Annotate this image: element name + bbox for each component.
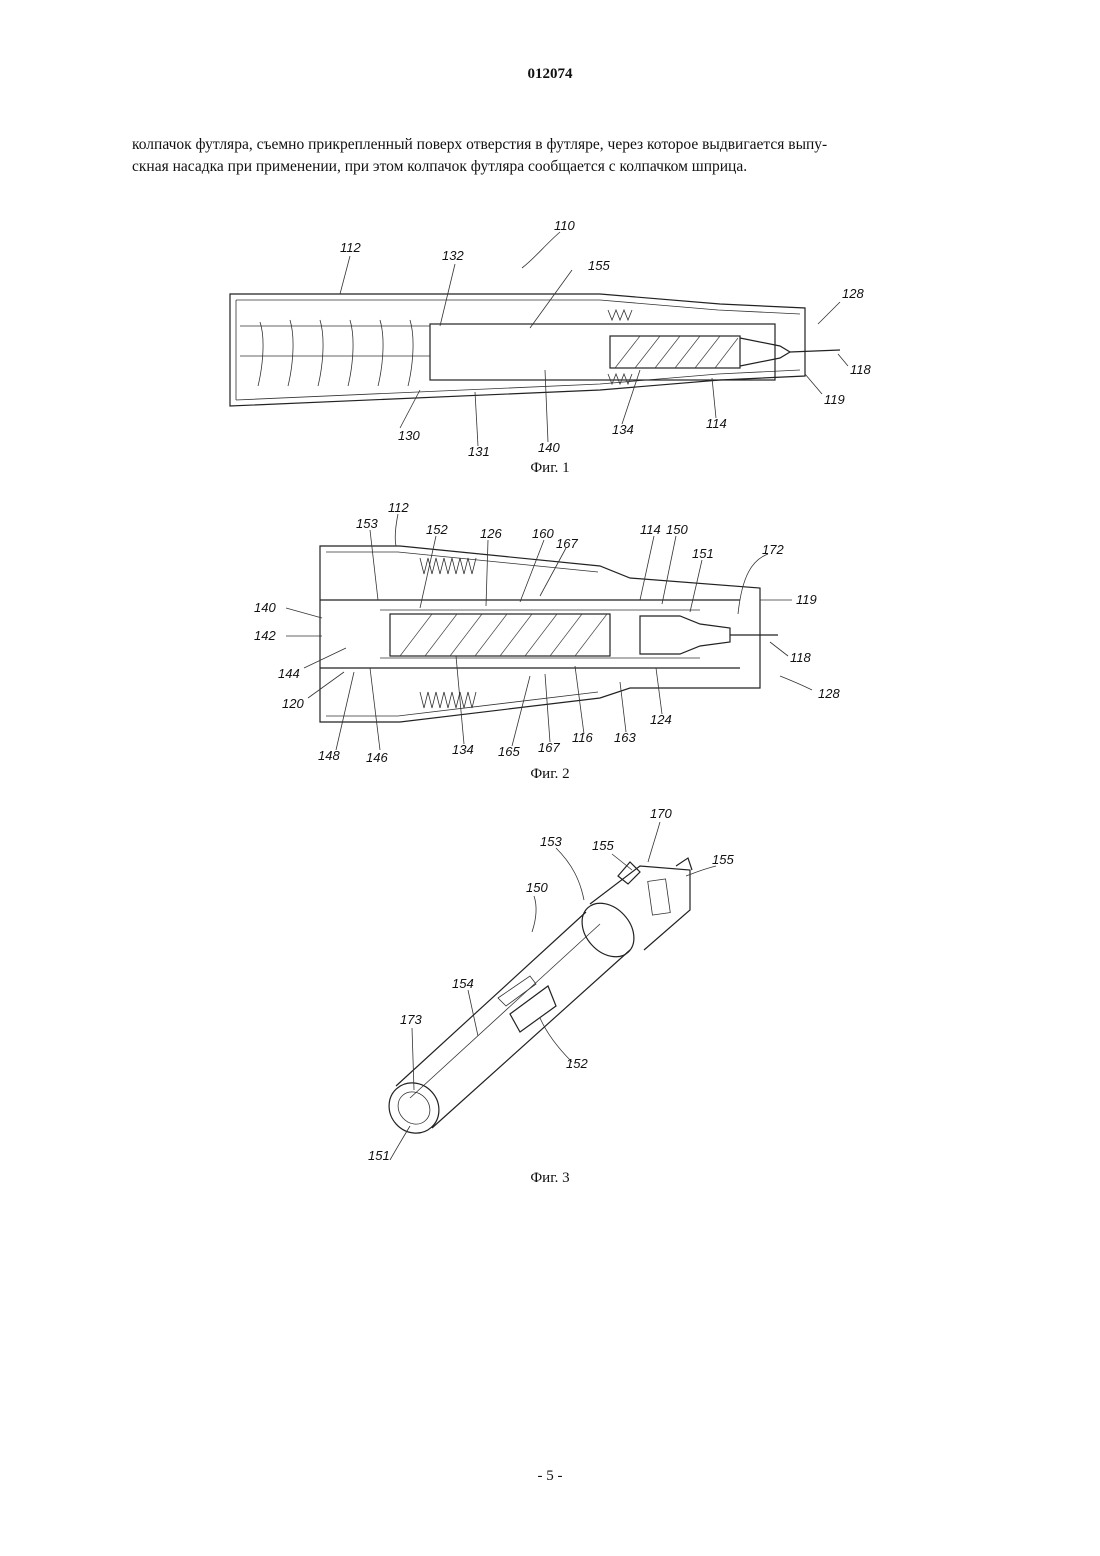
fig1-ref-134: 134 [612,422,634,437]
figure-3-caption: Фиг. 3 [0,1170,1100,1187]
fig1-ref-118: 118 [850,362,871,377]
fig3-ref-173: 173 [400,1012,422,1027]
figure-3: 170 153 155 155 150 154 173 152 151 [0,800,1100,1160]
fig2-ref-116: 116 [572,730,593,745]
fig3-ref-154: 154 [452,976,474,991]
fig2-ref-165: 165 [498,744,520,759]
fig1-ref-114: 114 [706,416,727,431]
fig2-ref-119: 119 [796,592,817,607]
figure-2: 112 153 152 126 160 167 114 150 151 172 … [0,496,1100,771]
fig2-ref-160: 160 [532,526,554,541]
fig1-ref-110: 110 [554,218,575,233]
fig2-ref-134: 134 [452,742,474,757]
fig2-ref-146: 146 [366,750,388,765]
body-paragraph: колпачок футляра, съемно прикрепленный п… [132,134,972,178]
fig2-ref-140: 140 [254,600,276,615]
fig2-ref-128: 128 [818,686,840,701]
fig1-ref-155: 155 [588,258,610,273]
fig2-ref-112: 112 [388,500,409,515]
fig3-ref-150: 150 [526,880,548,895]
fig2-ref-142: 142 [254,628,276,643]
body-line-2: скная насадка при применении, при этом к… [132,156,972,178]
fig2-ref-152: 152 [426,522,448,537]
fig2-ref-167b: 167 [538,740,560,755]
fig2-ref-150: 150 [666,522,688,537]
fig1-ref-119: 119 [824,392,845,407]
fig1-ref-140: 140 [538,440,560,455]
fig3-ref-151: 151 [368,1148,390,1160]
fig3-ref-155b: 155 [712,852,734,867]
fig3-ref-155a: 155 [592,838,614,853]
fig2-ref-124: 124 [650,712,672,727]
fig2-ref-144: 144 [278,666,300,681]
fig2-ref-120: 120 [282,696,304,711]
fig2-ref-126: 126 [480,526,502,541]
body-line-1: колпачок футляра, съемно прикрепленный п… [132,134,972,156]
fig1-ref-132: 132 [442,248,464,263]
fig2-ref-163: 163 [614,730,636,745]
figure-3-drawing: 170 153 155 155 150 154 173 152 151 [0,800,1100,1160]
fig2-ref-148: 148 [318,748,340,763]
patent-number: 012074 [0,66,1100,83]
page-footer: - 5 - [0,1468,1100,1485]
figure-1: 110 112 132 155 128 118 119 130 131 140 … [0,210,1100,460]
fig2-ref-172: 172 [762,542,784,557]
fig2-ref-114: 114 [640,522,661,537]
fig3-ref-153: 153 [540,834,562,849]
fig3-ref-170: 170 [650,806,672,821]
fig2-ref-151: 151 [692,546,714,561]
figure-2-caption: Фиг. 2 [0,766,1100,783]
fig1-ref-128: 128 [842,286,864,301]
fig2-ref-153: 153 [356,516,378,531]
figure-1-caption: Фиг. 1 [0,460,1100,477]
fig1-ref-112: 112 [340,240,361,255]
fig1-ref-130: 130 [398,428,420,443]
fig2-ref-167a: 167 [556,536,578,551]
figure-1-drawing: 110 112 132 155 128 118 119 130 131 140 … [0,210,1100,460]
fig2-ref-118: 118 [790,650,811,665]
fig1-ref-131: 131 [468,444,490,459]
figure-2-drawing: 112 153 152 126 160 167 114 150 151 172 … [0,496,1100,771]
fig3-ref-152: 152 [566,1056,588,1071]
